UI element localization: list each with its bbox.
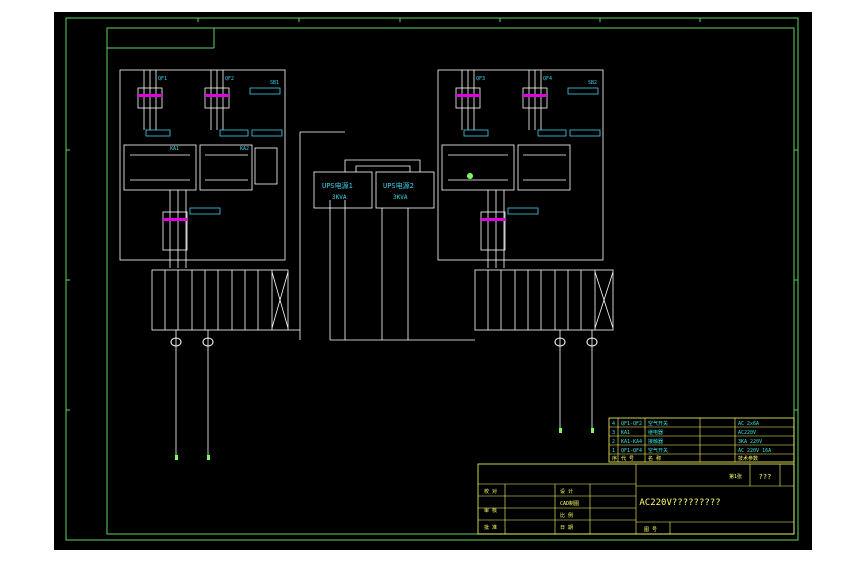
ups-unit-1: UPS电源1 3KVA <box>313 171 373 209</box>
parts-row-3-name: 接触器 <box>648 438 663 445</box>
margin-ticks <box>66 18 798 411</box>
cyan-label-boxes <box>145 87 601 215</box>
parts-row-2-code: KA1 <box>621 430 630 436</box>
parts-row-1-name: 空气开关 <box>648 420 668 427</box>
component-labels: QF1 QF2 SB1 KA1 KA2 QF3 QF4 SB2 <box>158 76 597 152</box>
ups-1-name: UPS电源1 <box>322 181 353 190</box>
label-qf3: QF3 <box>476 76 485 82</box>
outer-border <box>65 17 799 541</box>
parts-header-name: 名 称 <box>648 455 661 462</box>
parts-row-4-no: 1 <box>612 448 615 454</box>
parts-row-1-code: QF1-QF2 <box>621 421 642 427</box>
parts-row-2-spec: AC220V <box>738 430 756 436</box>
ups-2-name: UPS电源2 <box>383 181 414 190</box>
parts-row-3-code: KA1-KA4 <box>621 439 642 445</box>
cable-connectors <box>170 337 598 347</box>
drawing-background <box>54 12 812 550</box>
ups-1-rating: 3KVA <box>332 194 347 201</box>
title-label-cad: CAD制图 <box>560 500 579 507</box>
status-indicator <box>467 173 473 179</box>
title-label-design: 设 计 <box>560 488 573 495</box>
parts-row-4-spec: AC 220V 16A <box>738 448 771 454</box>
parts-row-3-spec: 3KA 220V <box>738 439 762 445</box>
parts-row-1-no: 4 <box>612 421 615 427</box>
parts-header-spec: 技术参数 <box>738 455 758 462</box>
terminal-tags <box>138 94 547 221</box>
title-label-check: 校 对 <box>484 488 497 495</box>
label-sb1: SB1 <box>270 80 279 86</box>
ups-unit-2: UPS电源2 3KVA <box>375 171 435 209</box>
left-circuit <box>119 69 345 460</box>
parts-row-2-name: 继电器 <box>648 429 663 436</box>
parts-row-4-name: 空气开关 <box>648 447 668 454</box>
title-label-date: 日 期 <box>560 525 573 531</box>
parts-row-2-no: 3 <box>612 430 615 436</box>
title-label-scale: 比 例 <box>560 512 573 519</box>
title-block-figure-no: 图 号 <box>644 527 657 533</box>
label-sb2: SB2 <box>588 80 597 86</box>
parts-list: 4 QF1-QF2 空气开关 AC 2x6A 3 KA1 继电器 AC220V … <box>608 417 795 463</box>
parts-row-1-spec: AC 2x6A <box>738 421 759 427</box>
label-qf1: QF1 <box>158 76 167 82</box>
cable-outlets <box>175 428 594 460</box>
label-ka2: KA2 <box>240 146 249 152</box>
ups-interconnect <box>344 159 421 172</box>
title-block: AC220V????????? ??? 第1张 图 号 设 计 CAD制图 校 … <box>477 463 795 535</box>
title-block-title: AC220V????????? <box>639 498 720 508</box>
title-label-review: 审 核 <box>484 507 497 514</box>
inner-border <box>106 27 795 535</box>
title-block-drawing-no: ??? <box>759 473 772 481</box>
label-qf4: QF4 <box>543 76 552 82</box>
label-ka1: KA1 <box>170 146 179 152</box>
label-qf2: QF2 <box>225 76 234 82</box>
title-label-approve: 批 准 <box>484 524 497 531</box>
parts-header-no: 序 <box>612 455 617 462</box>
parts-header-code: 代 号 <box>621 455 634 462</box>
ups-2-rating: 3KVA <box>393 194 408 201</box>
parts-row-3-no: 2 <box>612 439 615 445</box>
title-block-sheet: 第1张 <box>729 473 742 480</box>
parts-row-4-code: QF1-QF4 <box>621 448 642 454</box>
right-circuit <box>329 69 614 430</box>
